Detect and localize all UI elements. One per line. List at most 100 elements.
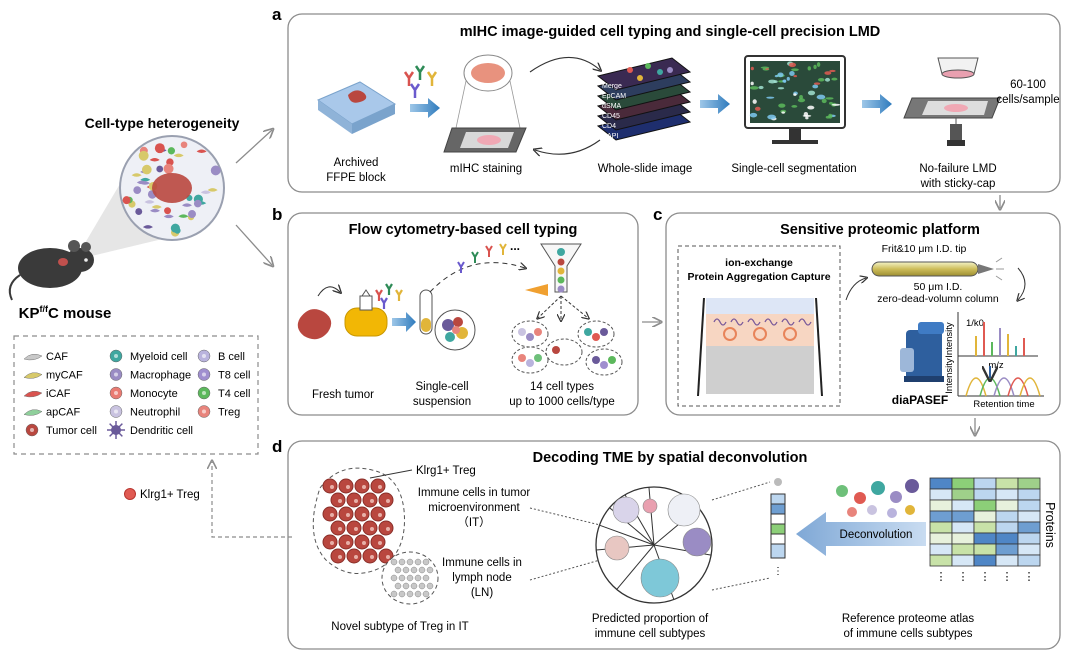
panel-b: b Flow cytometry-based cell typing Fresh…	[272, 205, 660, 416]
tissue-fibroblast	[144, 200, 155, 204]
connector-pie-bar-bottom	[711, 577, 771, 591]
tissue-cell	[164, 207, 172, 215]
tissue-cell	[180, 141, 188, 149]
segmented-cell	[793, 74, 798, 78]
tumor-cell-nucleus	[346, 541, 350, 545]
tumor-cell	[378, 492, 394, 508]
capture-box	[677, 245, 841, 407]
panel-d-title: Decoding TME by spatial deconvolution	[533, 450, 808, 466]
ln-label-1: Immune cells in	[442, 557, 522, 569]
pie-cell-icon	[667, 493, 701, 527]
stack-signal	[667, 67, 673, 73]
mouse-icon	[8, 240, 94, 301]
segmented-cell	[797, 98, 806, 103]
lymph-cell	[406, 558, 414, 566]
segmented-cell	[754, 106, 761, 111]
cell-types-label-2: up to 1000 cells/type	[509, 396, 615, 408]
captured-protein	[798, 318, 812, 326]
lymph-cell	[422, 574, 430, 582]
tissue-fibroblast	[200, 190, 211, 194]
heatmap-cell	[1017, 521, 1041, 534]
heatmap-cell	[929, 477, 953, 490]
tumor-cell	[330, 520, 346, 536]
pie-label-1: Predicted proportion of	[592, 613, 709, 625]
connector-pie-bar-top	[711, 481, 771, 501]
tumor-cell-nucleus	[386, 527, 390, 531]
heatmap-continuation: ⋮	[958, 571, 969, 583]
proteins-label: Proteins	[1043, 502, 1057, 548]
legend-label: apCAF	[46, 407, 81, 419]
tumor-cell-nucleus	[370, 555, 374, 559]
sorted-group	[585, 348, 623, 376]
stack-layer-label: αSMA	[602, 103, 622, 110]
ln-label-3: (LN)	[471, 587, 494, 599]
proportion-bar: ⋮	[770, 478, 786, 577]
tumor-cell	[354, 478, 370, 494]
pie-label-2: immune cell subtypes	[595, 628, 706, 640]
legend-label: Monocyte	[130, 388, 178, 400]
heatmap-cell	[973, 499, 997, 512]
capture-label-1: ion-exchange	[725, 257, 793, 269]
heatmap-cell	[951, 477, 975, 490]
ms-plot-1-ylabel: Intensity	[944, 322, 955, 358]
fresh-tumor-label: Fresh tumor	[312, 389, 374, 401]
connector-ln	[529, 559, 601, 581]
sorted-group	[545, 338, 583, 366]
tissue-cell	[210, 165, 221, 176]
heatmap-cell	[1017, 543, 1041, 556]
heatmap-cell	[951, 488, 975, 501]
lmd-label-2: with sticky-cap	[920, 178, 996, 190]
sorted-group	[511, 346, 549, 374]
tumor-cell-nucleus	[378, 541, 382, 545]
tumor-cell-nucleus	[338, 555, 342, 559]
loop-arrow-bottom	[535, 139, 601, 154]
heatmap-cell	[1017, 554, 1041, 567]
tissue-fibroblast	[163, 214, 174, 219]
tissue-fibroblast	[142, 225, 153, 229]
reference-heatmap: ⋮⋮⋮⋮⋮	[929, 477, 1041, 583]
ln-label-2: lymph node	[452, 572, 511, 584]
tissue-cell	[156, 165, 164, 173]
sorted-cell	[600, 328, 608, 336]
segmented-cell	[829, 69, 836, 73]
legend-label: Treg	[218, 407, 240, 419]
tumor-cell	[378, 548, 394, 564]
legend-label: Macrophage	[130, 370, 191, 382]
tumor-cell-nucleus	[362, 541, 366, 545]
tumor-cell	[346, 520, 362, 536]
tumor-cell-nucleus	[330, 485, 334, 489]
legend-icon	[107, 421, 125, 439]
pie-divider	[599, 524, 655, 546]
pie-divider	[648, 487, 655, 546]
antibody-icons-flow	[457, 243, 507, 273]
heatmap-cell	[929, 543, 953, 556]
heatmap-cell	[929, 488, 953, 501]
tumor-cell	[362, 548, 378, 564]
panel-a-letter: a	[272, 5, 282, 24]
legend-icon	[197, 405, 211, 418]
lymph-cell	[406, 590, 414, 598]
tumor-cell	[338, 506, 354, 522]
tissue-fibroblast	[150, 208, 161, 213]
mihc-slide-icon	[443, 54, 527, 153]
segmented-cell	[789, 71, 795, 77]
sorted-cell	[518, 328, 526, 336]
sorted-cell	[608, 356, 616, 364]
tissue-fibroblast	[140, 177, 151, 182]
tumor-cell	[354, 506, 370, 522]
legend-label: Tumor cell	[46, 425, 97, 437]
legend-label: T8 cell	[218, 370, 250, 382]
heatmap-cell	[951, 510, 975, 523]
tumor-cell-nucleus	[386, 555, 390, 559]
heatmap-cell	[995, 554, 1019, 567]
sorted-cell	[526, 333, 534, 341]
cell-heterogeneity-heading: Cell-type heterogeneity	[85, 115, 240, 131]
heatmap-cell	[951, 554, 975, 567]
sorted-cell	[600, 361, 608, 369]
panel-c-frame	[665, 212, 1061, 416]
pie-cell-icon	[612, 496, 640, 524]
tumor-cell	[370, 506, 386, 522]
segmented-cell	[777, 87, 785, 90]
segmented-cell	[802, 114, 812, 117]
